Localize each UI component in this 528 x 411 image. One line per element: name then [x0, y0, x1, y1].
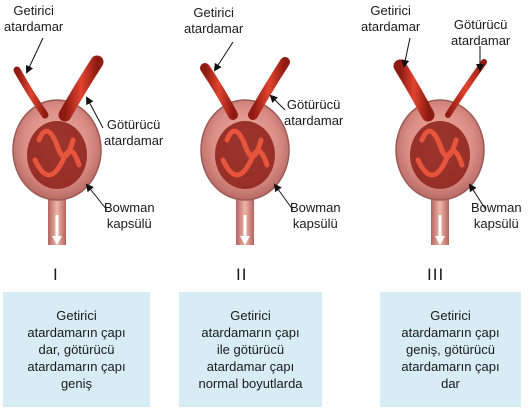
efferent-label-2: Götürücü atardamar — [284, 97, 343, 129]
efferent-arteriole — [448, 62, 484, 115]
efferent-label-1: Götürücü atardamar — [104, 117, 163, 149]
caption-box-3: Getirici atardamarın çapı geniş, götürüc… — [380, 292, 521, 407]
efferent-label-text: Götürücü atardamar — [451, 17, 510, 48]
afferent-label-text: Getirici atardamar — [4, 3, 63, 34]
caption-text-2: Getirici atardamarın çapı ile götürücü a… — [198, 307, 302, 392]
caption-text-3: Getirici atardamarın çapı geniş, götürüc… — [401, 307, 499, 392]
afferent-arteriole — [400, 66, 428, 115]
glomerulus — [410, 121, 470, 189]
afferent-label-3: Getirici atardamar — [361, 3, 420, 35]
efferent-label-3: Götürücü atardamar — [451, 17, 510, 49]
glomerulus-diagram-2 — [201, 42, 293, 245]
efferent-label-text: Götürücü atardamar — [104, 117, 163, 148]
bowman-label-3: Bowman kapsülü — [471, 200, 522, 232]
caption-box-1: Getirici atardamarın çapı dar, götürücü … — [3, 292, 150, 407]
afferent-label-2: Getirici atardamar — [184, 5, 243, 37]
afferent-arteriole — [205, 68, 233, 115]
panel-numeral-3: III — [427, 265, 444, 285]
caption-box-2: Getirici atardamarın çapı ile götürücü a… — [179, 292, 322, 407]
glomerulus — [215, 121, 275, 189]
efferent-label-text: Götürücü atardamar — [284, 97, 343, 128]
bowman-label-text: Bowman kapsülü — [290, 200, 341, 231]
panel-numeral-2: II — [236, 265, 247, 285]
bowman-label-text: Bowman kapsülü — [471, 200, 522, 231]
glomerulus-diagram-1 — [13, 38, 107, 245]
bowman-label-2: Bowman kapsülü — [290, 200, 341, 232]
afferent-arteriole — [17, 70, 45, 115]
bowman-label-1: Bowman kapsülü — [104, 200, 155, 232]
caption-text-1: Getirici atardamarın çapı dar, götürücü … — [27, 307, 125, 392]
afferent-label-text: Getirici atardamar — [361, 3, 420, 34]
afferent-label-text: Getirici atardamar — [184, 5, 243, 36]
panel-numeral-1: I — [53, 265, 59, 285]
glomerulus — [27, 121, 87, 189]
afferent-label-1: Getirici atardamar — [4, 3, 63, 35]
bowman-label-text: Bowman kapsülü — [104, 200, 155, 231]
